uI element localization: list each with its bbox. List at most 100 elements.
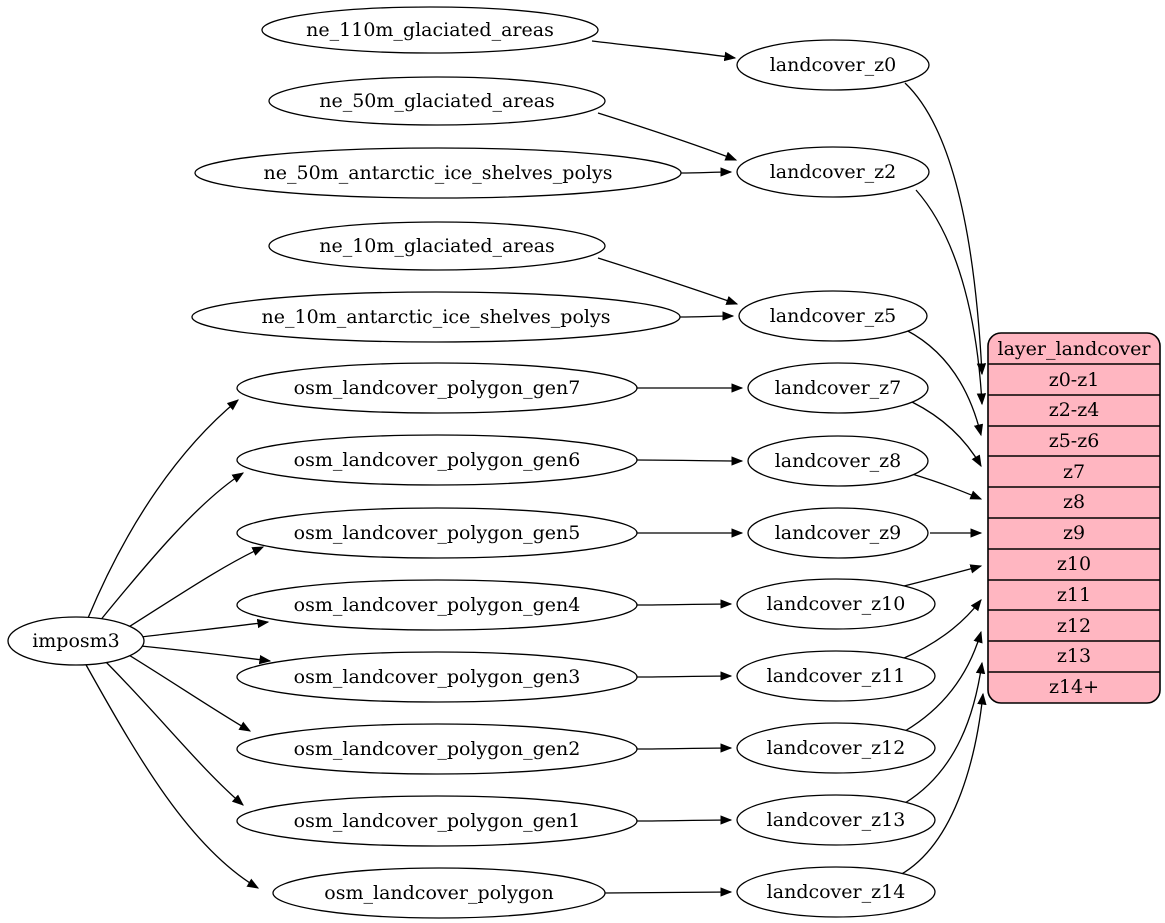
node-osm_landcover_polygon_gen1-label: osm_landcover_polygon_gen1 (294, 810, 581, 832)
edge-osm_landcover_polygon_gen6--landcover_z8 (636, 456, 744, 466)
node-osm_landcover_polygon-label: osm_landcover_polygon (324, 882, 553, 904)
node-landcover_z5-shape (738, 290, 928, 342)
node-landcover_z9-shape (747, 507, 929, 559)
table-row-z13: z13 (1057, 645, 1091, 667)
node-ne_110m_glaciated_areas-label: ne_110m_glaciated_areas (306, 19, 554, 41)
node-landcover_z8-label: landcover_z8 (775, 450, 902, 472)
node-landcover_z10: landcover_z10 (736, 578, 936, 630)
edge-imposm3--osm_landcover_polygon_gen3 (140, 645, 272, 665)
node-landcover_z13-label: landcover_z13 (767, 809, 906, 831)
edge-layer (84, 40, 987, 897)
node-ne_10m_glaciated_areas-shape (268, 221, 606, 271)
node-landcover_z5-label: landcover_z5 (770, 305, 897, 327)
node-osm_landcover_polygon_gen5: osm_landcover_polygon_gen5 (236, 507, 638, 559)
edge-osm_landcover_polygon_gen3--landcover_z11 (636, 671, 733, 681)
node-osm_landcover_polygon_gen2: osm_landcover_polygon_gen2 (236, 723, 638, 775)
node-landcover_z13: landcover_z13 (736, 794, 936, 846)
node-landcover_z2-label: landcover_z2 (770, 161, 897, 183)
table-row-z7: z7 (1063, 461, 1085, 483)
table-row-z2-z4: z2-z4 (1049, 399, 1100, 421)
node-osm_landcover_polygon_gen6: osm_landcover_polygon_gen6 (236, 434, 638, 486)
node-osm_landcover_polygon_gen7-shape (236, 362, 638, 414)
node-ne_10m_antarctic_ice_shelves_polys: ne_10m_antarctic_ice_shelves_polys (191, 291, 681, 343)
edge-imposm3--osm_landcover_polygon_gen5 (123, 546, 265, 631)
node-landcover_z0-label: landcover_z0 (770, 54, 897, 76)
edge-ne_10m_glaciated_areas--landcover_z5 (597, 257, 739, 305)
edge-osm_landcover_polygon_gen4--landcover_z10 (636, 599, 733, 609)
node-osm_landcover_polygon_gen5-shape (236, 507, 638, 559)
node-ne_110m_glaciated_areas: ne_110m_glaciated_areas (261, 6, 599, 54)
node-ne_10m_antarctic_ice_shelves_polys-label: ne_10m_antarctic_ice_shelves_polys (262, 306, 611, 328)
node-ne_50m_antarctic_ice_shelves_polys-shape (194, 147, 682, 199)
node-landcover_z14-shape (736, 866, 936, 918)
node-landcover_z7-shape (747, 362, 929, 414)
edge-imposm3--osm_landcover_polygon_gen6 (98, 472, 245, 623)
node-osm_landcover_polygon: osm_landcover_polygon (272, 867, 606, 919)
table-layer_landcover: layer_landcover z0-z1 z2-z4 z5-z6 z7 z8 … (987, 332, 1161, 704)
node-ne_10m_glaciated_areas-label: ne_10m_glaciated_areas (319, 235, 555, 257)
table-row-z12: z12 (1057, 615, 1091, 637)
edge-ne_50m_glaciated_areas--landcover_z2 (597, 112, 738, 161)
node-osm_landcover_polygon_gen2-shape (236, 723, 638, 775)
node-landcover_z0-shape (736, 39, 930, 91)
node-osm_landcover_polygon_gen7-label: osm_landcover_polygon_gen7 (294, 377, 581, 399)
node-osm_landcover_polygon_gen1: osm_landcover_polygon_gen1 (236, 795, 638, 847)
edge-imposm3--osm_landcover_polygon_gen1 (101, 657, 244, 806)
node-osm_landcover_polygon_gen5-label: osm_landcover_polygon_gen5 (294, 522, 581, 544)
node-landcover_z11-label: landcover_z11 (767, 665, 906, 687)
node-imposm3-label: imposm3 (32, 630, 120, 652)
node-osm_landcover_polygon_gen2-label: osm_landcover_polygon_gen2 (294, 738, 581, 760)
table-row-z0-z1: z0-z1 (1049, 369, 1100, 391)
node-landcover_z11-shape (736, 650, 936, 702)
edge-landcover_z8--row-z8 (911, 473, 983, 500)
edge-landcover_z5--row-z5-z6 (905, 329, 984, 437)
node-ne_50m_antarctic_ice_shelves_polys: ne_50m_antarctic_ice_shelves_polys (194, 147, 682, 199)
edge-osm_landcover_polygon--landcover_z14 (604, 887, 733, 897)
node-imposm3-shape (7, 616, 145, 666)
edge-imposm3--osm_landcover_polygon_gen4 (140, 618, 270, 638)
node-landcover_z2-shape (736, 146, 930, 198)
edge-ne_10m_antarctic_ice_shelves_polys--landcover_z5 (679, 311, 735, 321)
node-landcover_z0: landcover_z0 (736, 39, 930, 91)
edge-osm_landcover_polygon_gen1--landcover_z13 (636, 815, 733, 825)
node-osm_landcover_polygon_gen4-label: osm_landcover_polygon_gen4 (294, 594, 581, 616)
node-ne_50m_glaciated_areas-shape (268, 76, 606, 126)
node-osm_landcover_polygon-shape (272, 867, 606, 919)
node-landcover_z9-label: landcover_z9 (775, 522, 902, 544)
node-landcover_z12: landcover_z12 (736, 722, 936, 774)
node-landcover_z13-shape (736, 794, 936, 846)
edge-ne_50m_antarctic_ice_shelves_polys--landcover_z2 (680, 167, 733, 177)
node-osm_landcover_polygon_gen7: osm_landcover_polygon_gen7 (236, 362, 638, 414)
node-osm_landcover_polygon_gen3: osm_landcover_polygon_gen3 (236, 651, 638, 703)
edge-imposm3--osm_landcover_polygon_gen2 (123, 651, 252, 732)
node-osm_landcover_polygon_gen3-shape (236, 651, 638, 703)
node-landcover_z12-shape (736, 722, 936, 774)
node-osm_landcover_polygon_gen1-shape (236, 795, 638, 847)
edge-osm_landcover_polygon_gen2--landcover_z12 (636, 743, 733, 753)
node-landcover_z10-label: landcover_z10 (767, 593, 906, 615)
table-row-z14plus: z14+ (1049, 676, 1099, 698)
edge-landcover_z7--row-z7 (911, 401, 982, 468)
node-landcover_z10-shape (736, 578, 936, 630)
edge-landcover_z2--row-z2-z4 (915, 189, 987, 406)
table-row-z5-z6: z5-z6 (1049, 430, 1100, 452)
table-row-z8: z8 (1063, 491, 1085, 513)
node-ne_50m_glaciated_areas: ne_50m_glaciated_areas (268, 76, 606, 126)
node-landcover_z14-label: landcover_z14 (767, 881, 906, 903)
node-ne_50m_glaciated_areas-label: ne_50m_glaciated_areas (319, 90, 555, 112)
node-landcover_z7-label: landcover_z7 (775, 377, 902, 399)
node-landcover_z7: landcover_z7 (747, 362, 929, 414)
edge-landcover_z0--row-z0-z1 (904, 82, 987, 376)
node-ne_110m_glaciated_areas-shape (261, 6, 599, 54)
node-landcover_z11: landcover_z11 (736, 650, 936, 702)
node-osm_landcover_polygon_gen6-label: osm_landcover_polygon_gen6 (294, 449, 581, 471)
node-landcover_z2: landcover_z2 (736, 146, 930, 198)
edge-landcover_z13--row-z13 (904, 661, 986, 804)
edge-ne_110m_glaciated_areas--landcover_z0 (591, 40, 737, 62)
node-landcover_z9: landcover_z9 (747, 507, 929, 559)
edge-imposm3--osm_landcover_polygon (84, 662, 260, 889)
node-osm_landcover_polygon_gen3-label: osm_landcover_polygon_gen3 (294, 666, 581, 688)
table-row-z11: z11 (1057, 584, 1091, 606)
